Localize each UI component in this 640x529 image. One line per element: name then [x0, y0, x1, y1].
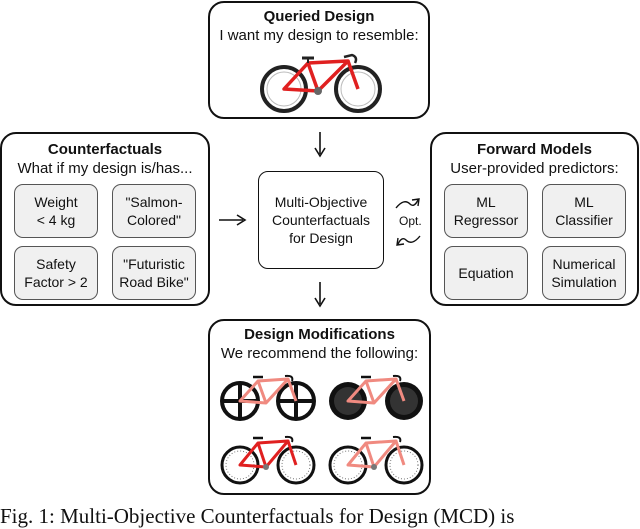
forward-models-panel: Forward Models User-provided predictors:…: [430, 132, 639, 306]
counterfactuals-panel: Counterfactuals What if my design is/has…: [0, 132, 210, 306]
queried-design-title: Queried Design: [263, 8, 375, 25]
design-modifications-subtitle: We recommend the following:: [220, 345, 419, 362]
opt-arrow-forward: [395, 198, 420, 209]
counterfactuals-title: Counterfactuals: [47, 141, 163, 158]
modified-bike-3-image: [220, 435, 316, 485]
mcd-center-label: Multi-Objective Counterfactuals for Desi…: [271, 194, 371, 246]
modified-bike-1-image: [220, 374, 316, 421]
queried-design-panel: Queried Design I want my design to resem…: [208, 1, 430, 119]
figure-caption: Fig. 1: Multi-Objective Counterfactuals …: [0, 504, 515, 528]
arrow-queried-to-center: [314, 132, 326, 158]
design-modifications-panel: Design Modifications We recommend the fo…: [208, 319, 431, 495]
red-bike-image: [260, 53, 382, 113]
modified-bike-4-image: [328, 435, 424, 485]
arrow-center-to-modifications: [314, 282, 326, 308]
model-numerical-simulation: Numerical Simulation: [542, 246, 626, 300]
counterfactual-salmon-colored: "Salmon- Colored": [112, 184, 196, 238]
arrow-counterfactuals-to-center: [219, 214, 247, 226]
counterfactual-weight: Weight < 4 kg: [14, 184, 98, 238]
forward-models-title: Forward Models: [476, 141, 592, 158]
counterfactuals-subtitle: What if my design is/has...: [17, 160, 193, 177]
forward-models-subtitle: User-provided predictors:: [450, 160, 619, 177]
design-modifications-title: Design Modifications: [244, 326, 395, 343]
model-ml-regressor: ML Regressor: [444, 184, 528, 238]
model-equation: Equation: [444, 246, 528, 300]
opt-label: Opt.: [399, 214, 422, 228]
mcd-center-box: Multi-Objective Counterfactuals for Desi…: [258, 171, 384, 269]
modified-bike-2-image: [329, 374, 423, 420]
queried-design-subtitle: I want my design to resemble:: [219, 27, 419, 44]
counterfactual-safety-factor: Safety Factor > 2: [14, 246, 98, 300]
opt-arrow-back: [396, 235, 421, 246]
counterfactual-futuristic-road-bike: "Futuristic Road Bike": [112, 246, 196, 300]
model-ml-classifier: ML Classifier: [542, 184, 626, 238]
